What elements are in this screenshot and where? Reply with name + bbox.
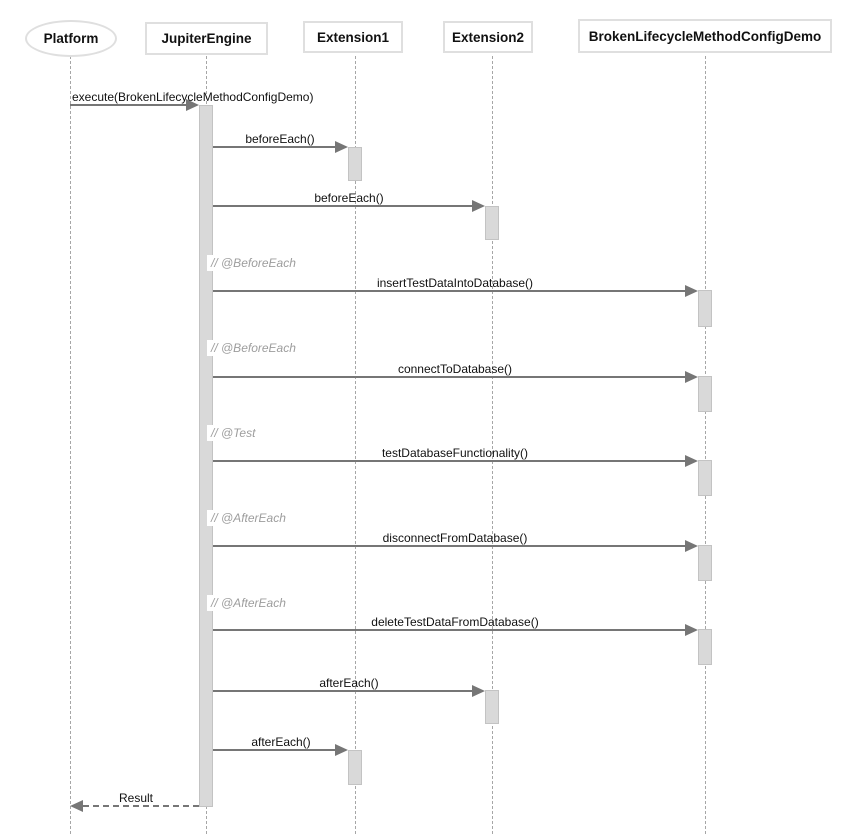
message-line-beforeeach-ext1 [213,146,336,148]
message-label-execute: execute(BrokenLifecycleMethodConfigDemo) [72,90,314,104]
message-label-disconnect: disconnectFromDatabase() [382,531,528,545]
message-label-connect: connectToDatabase() [397,362,513,376]
message-line-disconnect [213,545,686,547]
message-label-delete: deleteTestDataFromDatabase() [371,615,539,629]
message-line-test [213,460,686,462]
comment-beforeeach-1: // @BeforeEach [207,255,300,271]
activation-extension2-before [485,206,499,240]
arrowhead-icon [472,200,485,212]
message-label-aftereach-ext2: afterEach() [319,676,379,690]
arrowhead-icon [186,99,199,111]
lifeline-platform [70,56,71,834]
message-line-delete [213,629,686,631]
activation-demo-connect [698,376,712,412]
participant-label: BrokenLifecycleMethodConfigDemo [588,28,822,44]
activation-demo-disconnect [698,545,712,581]
message-line-aftereach-ext2 [213,690,473,692]
message-line-aftereach-ext1 [213,749,336,751]
participant-label: Platform [43,31,99,46]
arrowhead-icon [472,685,485,697]
participant-extension1: Extension1 [303,21,403,53]
message-label-aftereach-ext1: afterEach() [251,735,311,749]
arrowhead-icon [685,540,698,552]
arrowhead-icon [685,624,698,636]
message-label-beforeeach-ext2: beforeEach() [314,191,384,205]
participant-platform: Platform [25,20,117,57]
participant-jupiterengine: JupiterEngine [145,22,268,55]
arrowhead-icon [335,744,348,756]
lifeline-extension1 [355,56,356,834]
activation-extension2-after [485,690,499,724]
lifeline-brokenlifecyclemethodconfigdemo [705,56,706,834]
activation-extension1-after [348,750,362,785]
participant-extension2: Extension2 [443,21,533,53]
message-line-insert [213,290,686,292]
activation-extension1-before [348,147,362,181]
arrowhead-icon [685,455,698,467]
message-label-beforeeach-ext1: beforeEach() [245,132,315,146]
message-line-execute [70,104,187,106]
lifeline-extension2 [492,56,493,834]
message-label-test: testDatabaseFunctionality() [381,446,529,460]
arrowhead-icon [335,141,348,153]
comment-test: // @Test [207,425,260,441]
participant-label: JupiterEngine [161,31,252,46]
activation-demo-insert [698,290,712,327]
activation-demo-delete [698,629,712,665]
participant-label: Extension1 [316,29,390,45]
participant-brokenlifecyclemethodconfigdemo: BrokenLifecycleMethodConfigDemo [578,19,832,53]
comment-aftereach-1: // @AfterEach [207,510,290,526]
comment-aftereach-2: // @AfterEach [207,595,290,611]
arrowhead-icon [685,371,698,383]
activation-jupiterengine [199,105,213,807]
comment-beforeeach-2: // @BeforeEach [207,340,300,356]
activation-demo-test [698,460,712,496]
message-line-result [83,805,199,807]
arrowhead-icon [685,285,698,297]
message-line-beforeeach-ext2 [213,205,473,207]
message-label-result: Result [118,791,154,805]
message-label-insert: insertTestDataIntoDatabase() [376,276,534,290]
arrowhead-icon [70,800,83,812]
message-line-connect [213,376,686,378]
participant-label: Extension2 [451,29,525,45]
